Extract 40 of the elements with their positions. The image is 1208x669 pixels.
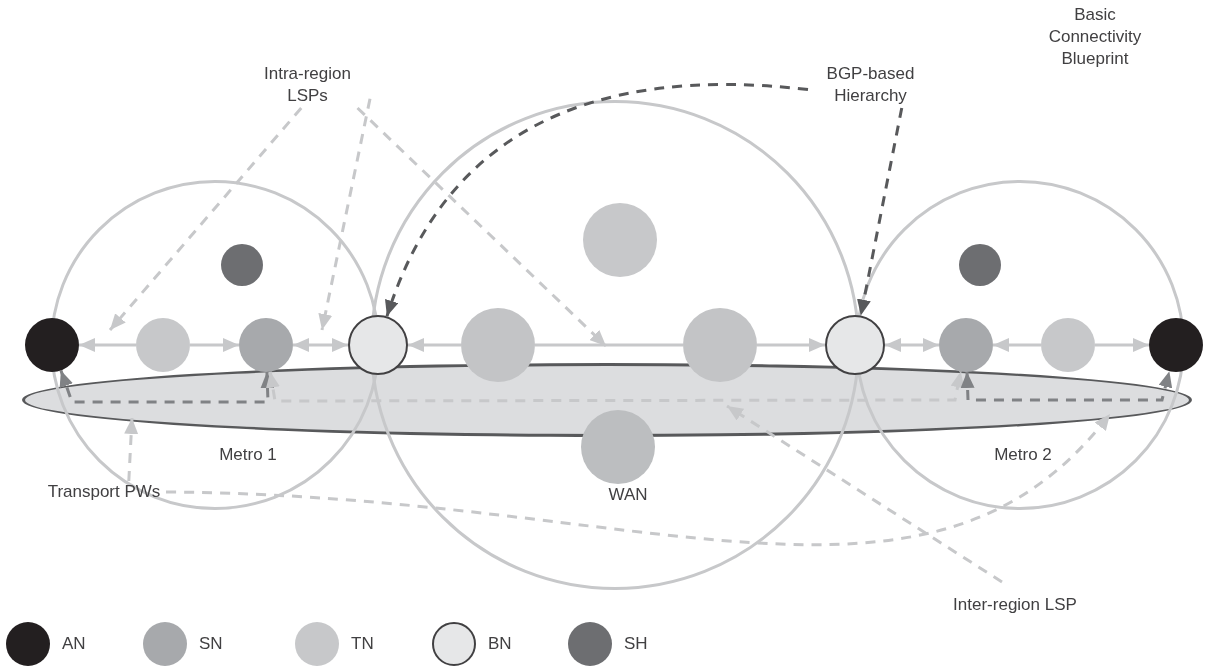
arrow	[993, 338, 1041, 352]
legend-label: BN	[488, 633, 512, 656]
callout-label: Intra-region LSPs	[263, 63, 352, 107]
leader-arrow	[318, 98, 372, 331]
access-node	[1149, 318, 1203, 372]
leader-arrow	[385, 83, 809, 317]
leader-arrow	[726, 404, 1003, 584]
leader-arrow	[165, 413, 1112, 546]
region-label: Metro 2	[994, 444, 1052, 467]
service-node	[239, 318, 293, 372]
legend-label: TN	[351, 633, 374, 656]
arrow	[408, 338, 461, 352]
leader-arrow	[356, 106, 608, 348]
leader-arrow	[857, 107, 904, 316]
arrow	[757, 338, 825, 352]
arrow	[293, 338, 348, 352]
arrow	[79, 338, 136, 352]
legend-label: SH	[624, 633, 648, 656]
service-hub	[959, 244, 1001, 286]
leader-arrow	[108, 107, 303, 331]
leader-arrow	[265, 371, 965, 403]
legend-label: SN	[199, 633, 223, 656]
leader-arrow	[124, 417, 139, 482]
arrow	[190, 338, 239, 352]
border-node	[825, 315, 885, 375]
callout-label: BGP-based Hierarchy	[825, 63, 916, 107]
access-node	[25, 318, 79, 372]
leader-arrow	[960, 370, 1173, 402]
callout-label: Inter-region LSP	[953, 594, 1077, 616]
arrow	[1095, 338, 1149, 352]
service-hub	[221, 244, 263, 286]
region-label: Metro 1	[219, 444, 277, 467]
region-label: WAN	[608, 484, 648, 507]
border-node	[348, 315, 408, 375]
arrow	[885, 338, 939, 352]
service-node	[939, 318, 993, 372]
note-label: Basic Connectivity Blueprint	[1047, 4, 1143, 70]
legend-label: AN	[62, 633, 86, 656]
leader-arrow	[59, 370, 275, 404]
callout-label: Transport PWs	[47, 481, 161, 503]
